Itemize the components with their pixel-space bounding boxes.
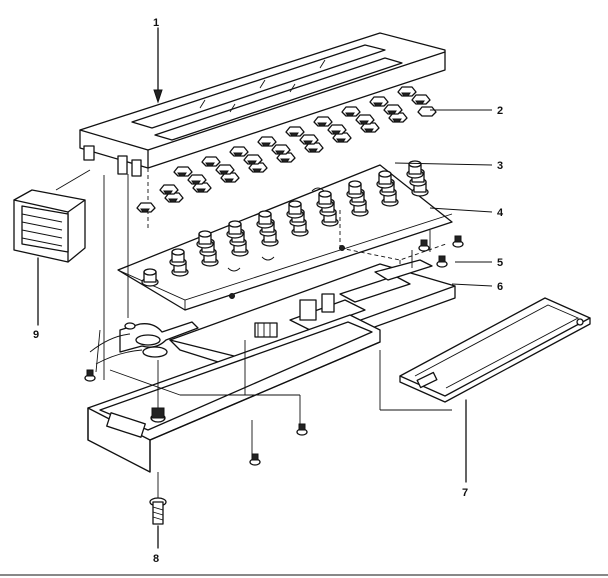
key-cap [304,142,324,153]
callout-2: 2 [497,105,503,117]
callout-5: 5 [497,257,503,269]
callout-7: 7 [462,487,468,499]
part-circuit-board [117,164,453,311]
part-side-knob [13,189,86,263]
board-button [346,180,364,199]
screw [249,453,261,466]
callout-6: 6 [497,281,503,293]
board-button [316,190,334,209]
board-button [376,170,394,189]
callout-labels: 1 2 3 4 5 6 7 8 9 [33,17,504,565]
screw [418,239,430,252]
key-cap [136,202,156,213]
part-key-caps [136,86,437,213]
part-chassis [89,259,456,373]
key-cap [369,96,389,107]
callout-3: 3 [497,160,503,172]
key-cap [397,86,417,97]
key-cap [215,164,235,175]
screw [452,235,464,248]
key-cap [327,124,347,135]
key-cap [173,166,193,177]
assembly-guides [55,169,452,498]
part-screws [84,235,464,466]
board-button [196,230,214,249]
part-top-cover [79,32,446,230]
part-bottom-housing [87,314,381,473]
screw [436,255,448,268]
screw [84,369,96,382]
part-switch-contacts [229,210,447,299]
callout-1: 1 [153,17,159,29]
board-button [226,220,244,239]
key-cap [341,106,361,117]
part-battery-door [399,297,591,403]
key-cap [201,156,221,167]
callout-4: 4 [497,207,504,219]
board-button [169,248,187,267]
key-cap [159,184,179,195]
key-cap [417,106,437,117]
board-button [141,268,159,287]
key-cap [187,174,207,185]
key-cap [285,126,305,137]
key-cap [313,116,333,127]
key-cap [383,104,403,115]
key-cap [229,146,249,157]
screw [296,423,308,436]
part-buttons [141,160,429,287]
key-cap [257,136,277,147]
key-cap [411,94,431,105]
leader-lines [37,27,493,549]
part-large-screw [149,497,167,525]
board-button [406,160,424,179]
callout-9: 9 [33,329,39,341]
key-cap [299,134,319,145]
board-button [286,200,304,219]
key-cap [271,144,291,155]
board-button [256,210,274,229]
key-cap [243,154,263,165]
key-cap [355,114,375,125]
callout-8: 8 [153,553,159,565]
